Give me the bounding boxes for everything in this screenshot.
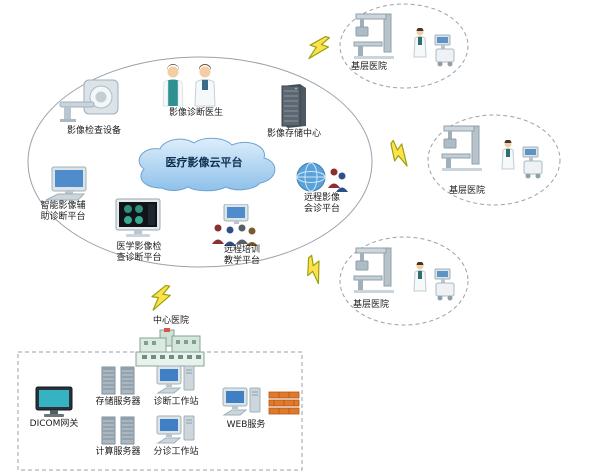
lightning-bolt-icon [149,283,173,313]
ct-scanner-icon [59,79,119,123]
lightning-bolt-icon [298,253,331,287]
label-storage-server: 存储服务器 [95,397,141,407]
branch-hospital-ellipse-top [339,3,469,89]
label-dicom-gateway: DICOM网关 [29,419,79,429]
gateway-monitor-icon [35,386,73,418]
branch-hospital-ellipse-bottom [339,236,469,326]
label-diagnosis-doctors: 影像诊断医生 [168,108,223,118]
doctor-person-icon [501,140,515,170]
label-training-platform: 远程培训教学平台 [223,245,260,267]
label-central-hospital: 中心医院 [152,316,189,326]
training-audience-icon [211,204,259,246]
lightning-bolt-icon [305,32,332,64]
ultrasound-cart-icon [522,146,543,179]
ultrasound-cart-icon [434,268,455,301]
cloud-platform-shape [138,137,276,192]
workstation-pc-icon [156,415,195,444]
label-diagnosis-workstation: 诊断工作站 [153,397,199,407]
label-branch-hospital-top: 基层医院 [350,62,387,72]
server-towers-icon [101,416,135,445]
label-triage-workstation: 分诊工作站 [153,447,199,457]
xray-machine-icon [441,125,483,172]
label-web-service: WEB服务 [226,420,266,430]
label-imaging-equipment: 影像检查设备 [66,126,121,136]
xray-machine-icon [353,247,395,294]
server-rack-icon [281,83,307,128]
cloud-boundary-outline [27,56,373,268]
image-viewer-monitor-icon [115,198,161,238]
doctor-person-icon [413,262,427,292]
label-compute-server: 计算服务器 [95,447,141,457]
monitor-keyboard-icon [45,166,87,201]
label-branch-hospital-bottom: 基层医院 [352,300,389,310]
globe-people-icon [296,162,348,193]
ultrasound-cart-icon [434,34,455,67]
cloud-platform-label: 医疗影像云平台 [165,156,243,169]
doctor-person-icon [413,28,427,58]
doctors-icon [162,64,216,107]
workstation-pc-icon [156,365,195,394]
label-consult-platform: 远程影像会诊平台 [303,193,340,215]
label-ai-assist-platform: 智能影像辅助诊断平台 [40,201,86,223]
label-branch-hospital-middle: 基层医院 [448,186,485,196]
label-storage-center: 影像存储中心 [266,129,321,139]
workstation-pc-icon [222,387,261,416]
branch-hospital-ellipse-middle [427,114,561,206]
xray-machine-icon [353,13,395,60]
hospital-building-icon [135,328,205,367]
label-exam-query-platform: 医学影像检查诊断平台 [116,242,162,264]
lightning-bolt-icon [383,138,417,170]
server-towers-icon [101,366,135,395]
firewall-icon [268,391,300,415]
